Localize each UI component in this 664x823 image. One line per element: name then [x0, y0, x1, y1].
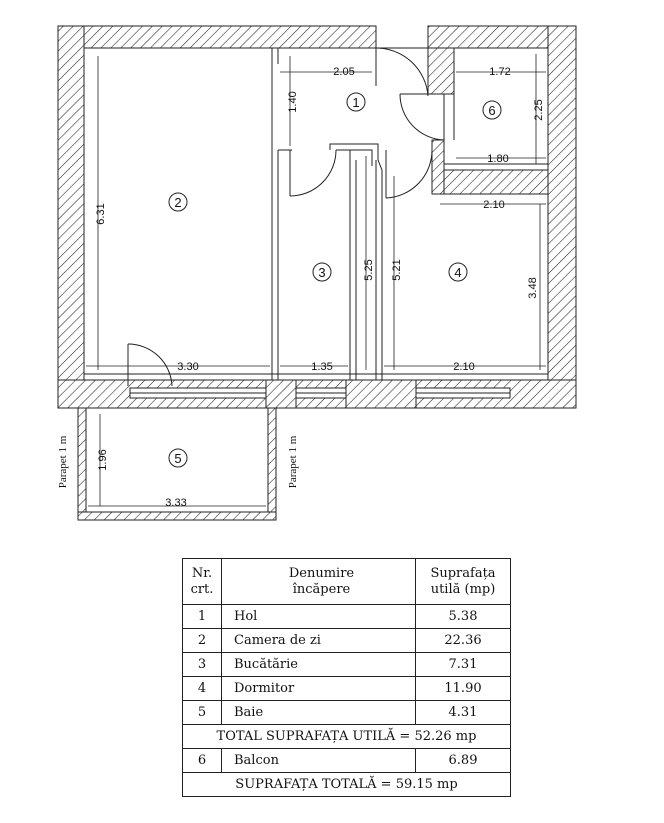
room-5-circle [168, 448, 188, 468]
table-row: 3 Bucătărie 7.31 [182, 652, 511, 677]
dim-balcon-width-bottom: 1.80 [487, 153, 508, 165]
dim-balcon-depth: 2.25 [533, 99, 545, 120]
room-2-number: 2 [174, 195, 181, 210]
walls [57, 25, 577, 409]
dim-dormitor-depth-right: 3.48 [527, 277, 539, 298]
room-5-number: 5 [174, 451, 181, 466]
parapet-left-label: Parapet 1 m [57, 435, 69, 488]
table-row: 5 Baie 4.31 [182, 700, 511, 725]
interior-walls [83, 47, 549, 381]
total-area: SUPRAFAȚA TOTALĂ = 59.15 mp [182, 772, 511, 797]
room-3-number: 3 [318, 265, 325, 280]
row-area: 4.31 [415, 700, 511, 725]
dim-dormitor-width-top: 2.10 [483, 199, 504, 211]
room-6-number: 6 [488, 103, 495, 118]
dimension-lines [86, 54, 546, 507]
room-labels [168, 92, 502, 468]
table-row: 2 Camera de zi 22.36 [182, 628, 511, 653]
row-area: 11.90 [415, 676, 511, 701]
room-3-circle [312, 262, 332, 282]
room-4-circle [448, 262, 468, 282]
room-6-circle [482, 100, 502, 120]
room-1-circle [346, 92, 366, 112]
row-area: 6.89 [415, 748, 511, 773]
row-area: 5.38 [415, 604, 511, 629]
table-row: 6 Balcon 6.89 [182, 748, 511, 773]
doors [127, 47, 445, 387]
dim-bucatarie-width: 1.35 [311, 361, 332, 373]
dim-hol-width: 2.05 [333, 66, 354, 78]
row-area: 7.31 [415, 652, 511, 677]
dim-camera-width: 3.30 [177, 361, 198, 373]
row-name: Dormitor [221, 676, 416, 701]
total-util-row: TOTAL SUPRAFAȚA UTILĂ = 52.26 mp [182, 724, 511, 749]
row-nr: 1 [182, 604, 222, 629]
table-row: 1 Hol 5.38 [182, 604, 511, 629]
dim-baie-width: 3.33 [165, 497, 186, 509]
room-number-texts: 1 2 3 4 5 6 [174, 95, 495, 466]
dim-balcon-width-top: 1.72 [489, 66, 510, 78]
dim-dormitor-width-bottom: 2.10 [453, 361, 474, 373]
floor-plan: 2.05 1.72 1.40 2.25 1.80 2.10 6.31 5.25 … [57, 25, 577, 521]
total-util: TOTAL SUPRAFAȚA UTILĂ = 52.26 mp [182, 724, 511, 749]
row-name: Camera de zi [221, 628, 416, 653]
room-1-number: 1 [352, 95, 359, 110]
windows [129, 387, 511, 399]
row-nr: 2 [182, 628, 222, 653]
row-nr: 5 [182, 700, 222, 725]
room-4-number: 4 [454, 265, 461, 280]
dim-camera-depth: 6.31 [95, 203, 107, 224]
dimension-labels: 2.05 1.72 1.40 2.25 1.80 2.10 6.31 5.25 … [95, 66, 545, 509]
row-name: Bucătărie [221, 652, 416, 677]
table-row: 4 Dormitor 11.90 [182, 676, 511, 701]
row-area: 22.36 [415, 628, 511, 653]
dim-hol-depth: 1.40 [287, 91, 299, 112]
row-nr: 3 [182, 652, 222, 677]
row-name: Baie [221, 700, 416, 725]
row-name: Balcon [221, 748, 416, 773]
header-nr: Nr.crt. [182, 558, 222, 605]
row-nr: 6 [182, 748, 222, 773]
room-2-circle [168, 192, 188, 212]
row-name: Hol [221, 604, 416, 629]
total-row: SUPRAFAȚA TOTALĂ = 59.15 mp [182, 772, 511, 797]
dim-bucatarie-depth: 5.25 [363, 259, 375, 280]
dim-dormitor-depth-left: 5.21 [391, 259, 403, 280]
dim-baie-depth: 1.96 [97, 449, 109, 470]
parapet-right-label: Parapet 1 m [287, 435, 299, 488]
room-5-walls [77, 407, 277, 521]
row-nr: 4 [182, 676, 222, 701]
